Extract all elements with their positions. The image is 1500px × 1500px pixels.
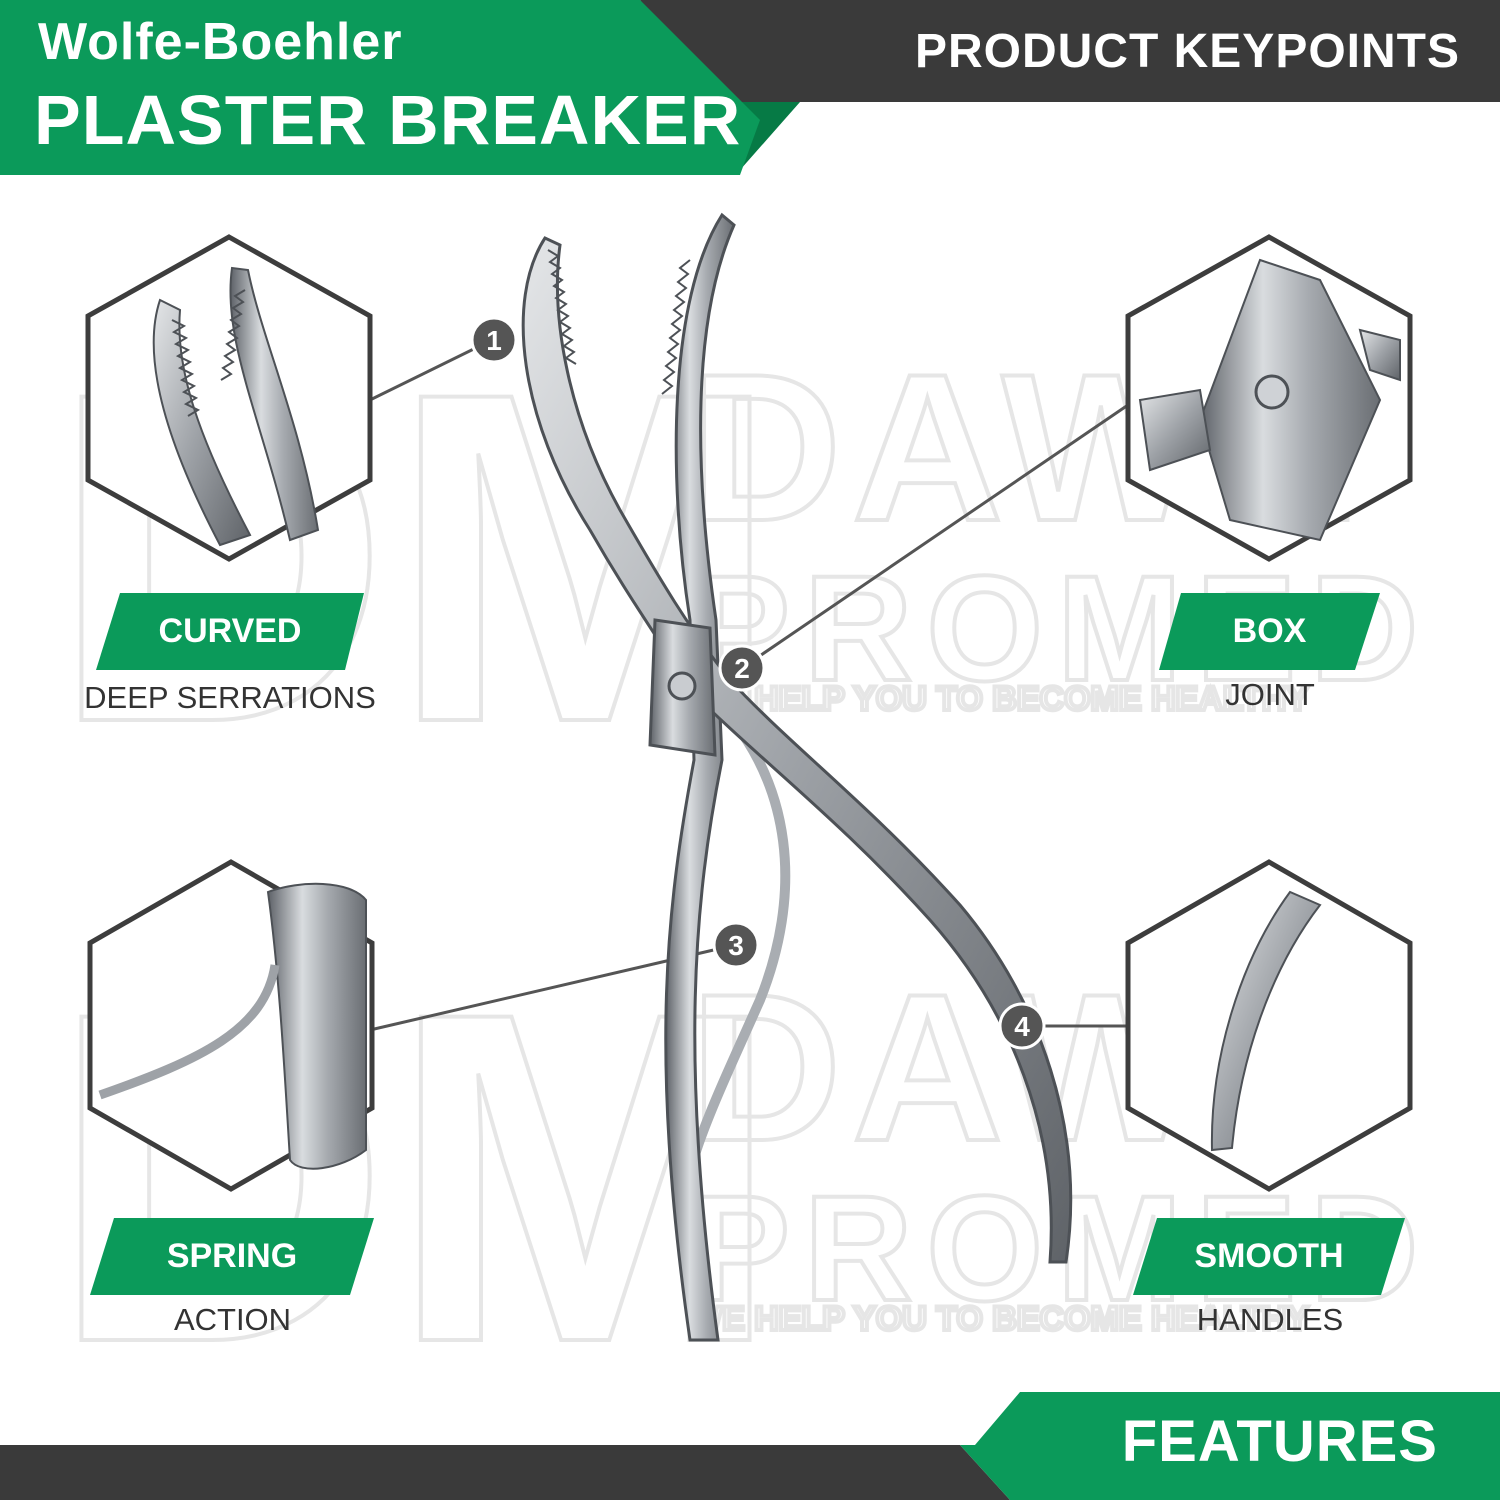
watermark-tagline-top: WE HELP YOU TO BECOME HEALTHY bbox=[690, 680, 1309, 718]
jaw-straight-handle bbox=[664, 212, 736, 1342]
detail-serrated-jaws bbox=[152, 266, 320, 547]
svg-text:2: 2 bbox=[734, 653, 750, 684]
detail-box-joint bbox=[1138, 258, 1401, 542]
badge-curved: CURVED bbox=[158, 612, 302, 650]
marker-1: 1 bbox=[470, 316, 518, 364]
detail-spring bbox=[98, 882, 367, 1170]
badge-shapes bbox=[90, 593, 1405, 1295]
footer-features-bar bbox=[960, 1445, 1500, 1500]
badge-smooth: SMOOTH bbox=[1194, 1237, 1344, 1275]
svg-text:3: 3 bbox=[728, 930, 744, 961]
svg-text:4: 4 bbox=[1014, 1011, 1030, 1042]
subtitle-joint: JOINT bbox=[1225, 677, 1315, 712]
product-keypoints-heading: PRODUCT KEYPOINTS bbox=[914, 25, 1460, 78]
callout-line-1 bbox=[369, 338, 493, 402]
subtitle-deep-serrations: DEEP SERRATIONS bbox=[84, 680, 376, 715]
badge-shape-smooth bbox=[1133, 1218, 1405, 1295]
plaster-breaker-instrument bbox=[521, 212, 1073, 1342]
marker-2: 2 bbox=[718, 644, 766, 692]
footer-accent-strip bbox=[975, 1392, 1500, 1445]
marker-4: 4 bbox=[998, 1002, 1046, 1050]
features-heading: FEATURES bbox=[1121, 1409, 1438, 1474]
hexagon-handle-detail bbox=[1125, 859, 1413, 1192]
jaw-serrations-front bbox=[547, 249, 577, 365]
product-title-line1: Wolfe-Boehler bbox=[38, 13, 403, 71]
badge-shape-spring bbox=[90, 1218, 374, 1295]
jaw-serrations-back bbox=[661, 259, 691, 395]
header-title-bar bbox=[0, 0, 760, 175]
subtitle-action: ACTION bbox=[173, 1302, 292, 1337]
detail-handle-tip bbox=[1210, 890, 1322, 1152]
badge-shape-curved bbox=[96, 593, 364, 670]
watermark-tagline-bottom: WE HELP YOU TO BECOME HEALTHY bbox=[690, 1300, 1309, 1338]
header-keypoints-bar bbox=[640, 0, 1500, 102]
subtitle-handles: HANDLES bbox=[1196, 1302, 1344, 1337]
svg-text:1: 1 bbox=[486, 325, 502, 356]
badge-shape-box bbox=[1159, 593, 1380, 670]
product-title-line2: PLASTER BREAKER bbox=[34, 81, 742, 159]
marker-3: 3 bbox=[712, 921, 760, 969]
badge-spring: SPRING bbox=[166, 1237, 298, 1275]
callout-line-2 bbox=[741, 403, 1129, 670]
footer-dark-bar bbox=[0, 1445, 1010, 1500]
joint-screw bbox=[667, 671, 697, 701]
badge-box: BOX bbox=[1232, 612, 1307, 650]
jaw-curved-handle bbox=[521, 236, 1073, 1264]
